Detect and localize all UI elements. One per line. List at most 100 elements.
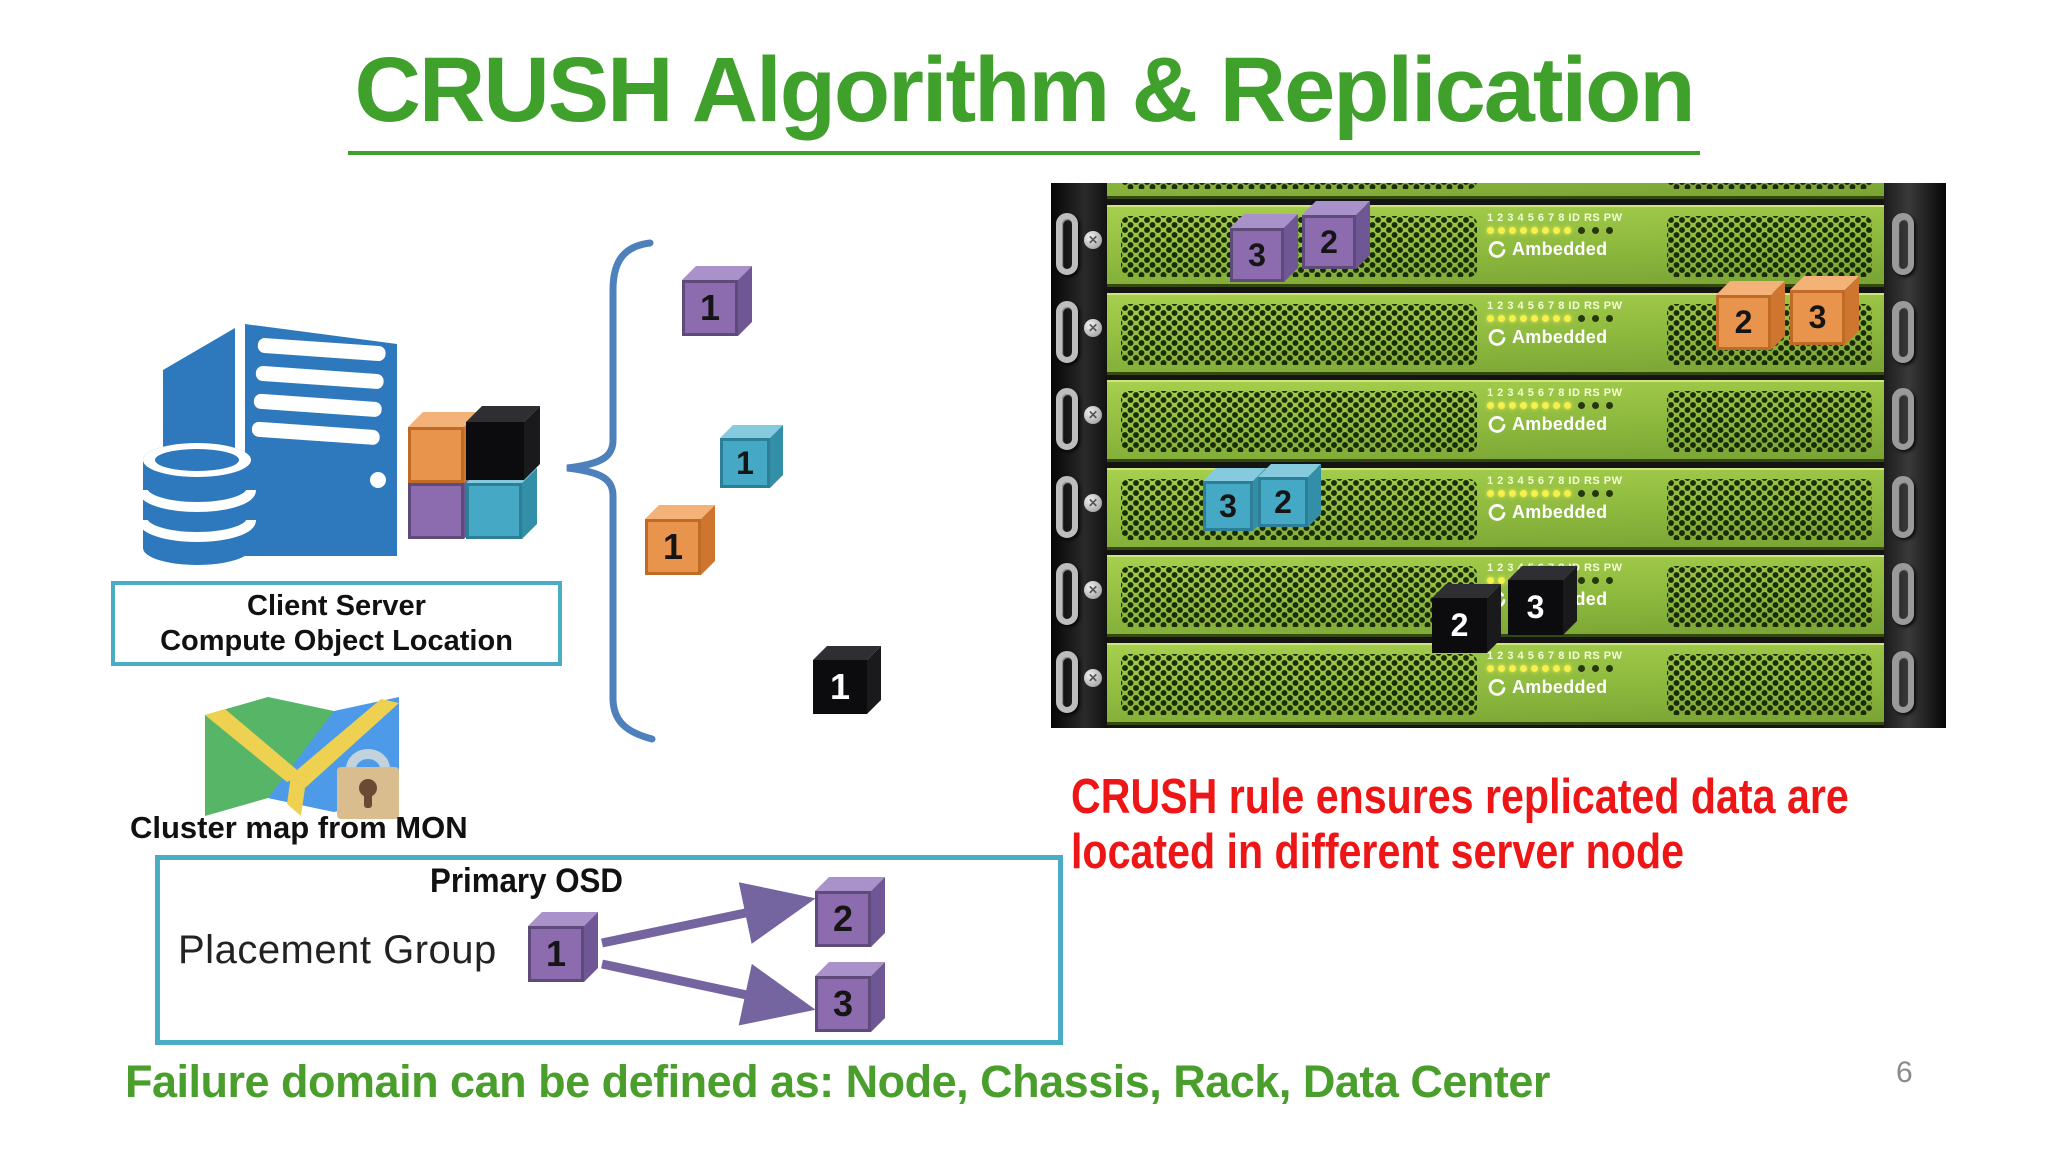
led-dots [1487, 402, 1663, 409]
cube-side [1845, 276, 1859, 345]
led-panel: 1 2 3 4 5 6 7 8 ID RS PW Ambedded [1487, 475, 1663, 523]
curly-brace [566, 239, 656, 743]
cube-top [813, 646, 881, 660]
server-handle-icon [1056, 651, 1078, 713]
brand-name: Ambedded [1512, 677, 1608, 697]
callout-text: CRUSH rule ensures replicated data are l… [1071, 770, 1849, 880]
vent-holes [1121, 183, 1477, 189]
cluster-map-caption: Cluster map from MON [130, 810, 468, 845]
led-panel: 1 2 3 4 5 6 7 8 ID RS PW Ambedded [1487, 650, 1663, 698]
vent-holes [1667, 216, 1872, 277]
cube-label: 1 [813, 660, 867, 714]
screw-icon: ✕ [1084, 231, 1102, 249]
vent-holes [1667, 183, 1872, 189]
cube-side [871, 962, 885, 1032]
led-label: 1 2 3 4 5 6 7 8 ID RS PW [1487, 212, 1623, 224]
rack-cube-orange-3: 3 [1790, 276, 1859, 345]
cube-top [815, 962, 885, 976]
led-dots [1487, 490, 1663, 497]
cube-label: 3 [1508, 580, 1563, 635]
cube-label: 2 [1432, 598, 1487, 653]
rack-cube-black-2: 2 [1432, 584, 1501, 653]
rack-cube-teal-2: 2 [1258, 464, 1321, 527]
cube-label: 2 [1258, 477, 1308, 527]
page-number: 6 [1896, 1056, 1913, 1089]
cube-side [522, 468, 537, 539]
rack-cube-orange-2: 2 [1716, 281, 1785, 350]
server-row [1107, 183, 1884, 199]
cube-top [645, 505, 715, 519]
cube-top [1508, 566, 1577, 580]
cube-top [682, 266, 752, 280]
cube-label: 2 [1302, 215, 1356, 269]
cube-side [867, 646, 881, 714]
cube-label: 1 [720, 438, 770, 488]
primary-osd-label: Primary OSD [430, 862, 623, 900]
ambedded-swirl-icon [1488, 503, 1506, 521]
ambedded-swirl-icon [1488, 240, 1506, 258]
ambedded-logo: Ambedded [1487, 239, 1663, 260]
cube-face [466, 422, 524, 480]
cube-label: 1 [645, 519, 701, 575]
client-server-box: Client Server Compute Object Location [111, 581, 562, 666]
cube-side [1284, 214, 1298, 282]
server-handle-icon [1892, 651, 1914, 713]
lock-icon [337, 749, 399, 819]
brand-name: Ambedded [1512, 502, 1608, 522]
server-row: 1 2 3 4 5 6 7 8 ID RS PW Ambedded [1107, 380, 1884, 462]
cube-top [408, 412, 479, 427]
led-dots [1487, 665, 1663, 672]
map-icon [205, 697, 399, 819]
cube-side [1308, 464, 1321, 527]
client-box-line2: Compute Object Location [160, 624, 513, 657]
cube-top [815, 877, 885, 891]
callout-line1: CRUSH rule ensures replicated data are [1071, 770, 1849, 824]
cube-top [1258, 464, 1321, 477]
cube-top [1790, 276, 1859, 290]
cube-side [770, 425, 783, 488]
cube-label: 3 [1230, 228, 1284, 282]
cube-side [871, 877, 885, 947]
server-handle-icon [1056, 563, 1078, 625]
brand-name: Ambedded [1512, 414, 1608, 434]
footer-text: Failure domain can be defined as: Node, … [125, 1056, 1550, 1107]
callout-line2: located in different server node [1071, 824, 1684, 879]
server-handle-icon [1892, 301, 1914, 363]
ambedded-logo: Ambedded [1487, 414, 1663, 435]
cube-face [466, 483, 522, 539]
server-handle-icon [1892, 388, 1914, 450]
led-label: 1 2 3 4 5 6 7 8 ID RS PW [1487, 650, 1623, 662]
cube-top [1432, 584, 1501, 598]
pg-cube-replica-3: 3 [815, 962, 885, 1032]
title-underline [348, 151, 1700, 155]
ambedded-logo: Ambedded [1487, 677, 1663, 698]
server-handle-icon [1056, 301, 1078, 363]
server-handle-icon [1056, 388, 1078, 450]
led-label: 1 2 3 4 5 6 7 8 ID RS PW [1487, 387, 1623, 399]
led-panel: 1 2 3 4 5 6 7 8 ID RS PW Ambedded [1487, 212, 1663, 260]
cube-top [528, 912, 598, 926]
pg-cube-primary: 1 [528, 912, 598, 982]
vent-holes [1667, 654, 1872, 715]
object-cube-orange: 1 [645, 505, 715, 575]
server-handle-icon [1892, 563, 1914, 625]
rack-photo: 1 2 3 4 5 6 7 8 ID RS PW Ambedded 1 2 3 … [1051, 183, 1946, 728]
cube-top [720, 425, 783, 438]
cube-label: 1 [682, 280, 738, 336]
brand-name: Ambedded [1512, 327, 1608, 347]
client-box-line1: Client Server [247, 589, 426, 622]
server-handle-icon [1056, 476, 1078, 538]
rack-cube-purple-3: 3 [1230, 214, 1298, 282]
ambedded-logo: Ambedded [1487, 502, 1663, 523]
cube-top [466, 406, 540, 422]
server-handle-icon [1892, 476, 1914, 538]
placement-group-box [155, 855, 1063, 1045]
cluster-cube-black [466, 406, 540, 480]
led-dots [1487, 315, 1663, 322]
server-handle-icon [1056, 213, 1078, 275]
cube-label: 3 [1203, 481, 1253, 531]
cube-side [701, 505, 715, 575]
vent-holes [1667, 566, 1872, 627]
rack-rail-left: ✕ ✕ ✕ ✕ ✕ ✕ [1051, 183, 1107, 728]
cube-side [1563, 566, 1577, 635]
